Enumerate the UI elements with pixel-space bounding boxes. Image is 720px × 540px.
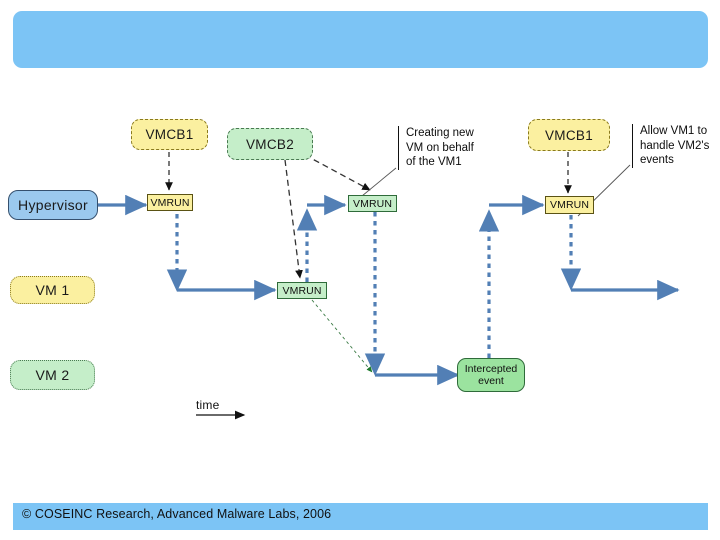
vmrun-node-1[interactable]: VMRUN <box>147 194 193 211</box>
link-vmcb2-to-vmrun3 <box>304 154 371 191</box>
footer-bar: © COSEINC Research, Advanced Malware Lab… <box>13 503 708 530</box>
leader-creating-vm <box>361 167 397 197</box>
vmrun-node-2[interactable]: VMRUN <box>277 282 327 299</box>
vmcb-box-vmcb1-right[interactable]: VMCB1 <box>528 119 610 151</box>
intercepted-event-node[interactable]: Intercepted event <box>457 358 525 392</box>
title-banner <box>13 11 708 68</box>
footer-copyright-text: © COSEINC Research, Advanced Malware Lab… <box>22 507 332 521</box>
vmrun-node-4[interactable]: VMRUN <box>545 196 594 214</box>
link-vmrun2-to-event <box>311 299 373 373</box>
vmcb-box-vmcb1-left[interactable]: VMCB1 <box>131 119 208 150</box>
lane-label-hypervisor[interactable]: Hypervisor <box>8 190 98 220</box>
annotation-creating-vm: Creating new VM on behalf of the VM1 <box>398 126 492 171</box>
lane-label-vm2[interactable]: VM 2 <box>10 360 95 390</box>
link-vmcb2-to-vmrun2 <box>284 159 303 279</box>
intercepted-event-line2: event <box>478 375 504 387</box>
intercepted-event-line1: Intercepted <box>464 362 518 375</box>
vmcb-box-vmcb2[interactable]: VMCB2 <box>227 128 313 160</box>
time-axis-label: time <box>196 398 220 412</box>
vmrun-node-3[interactable]: VMRUN <box>348 195 397 212</box>
annotation-allow-vm1: Allow VM1 to handle VM2's events <box>632 124 720 169</box>
lane-label-vm1[interactable]: VM 1 <box>10 276 95 304</box>
